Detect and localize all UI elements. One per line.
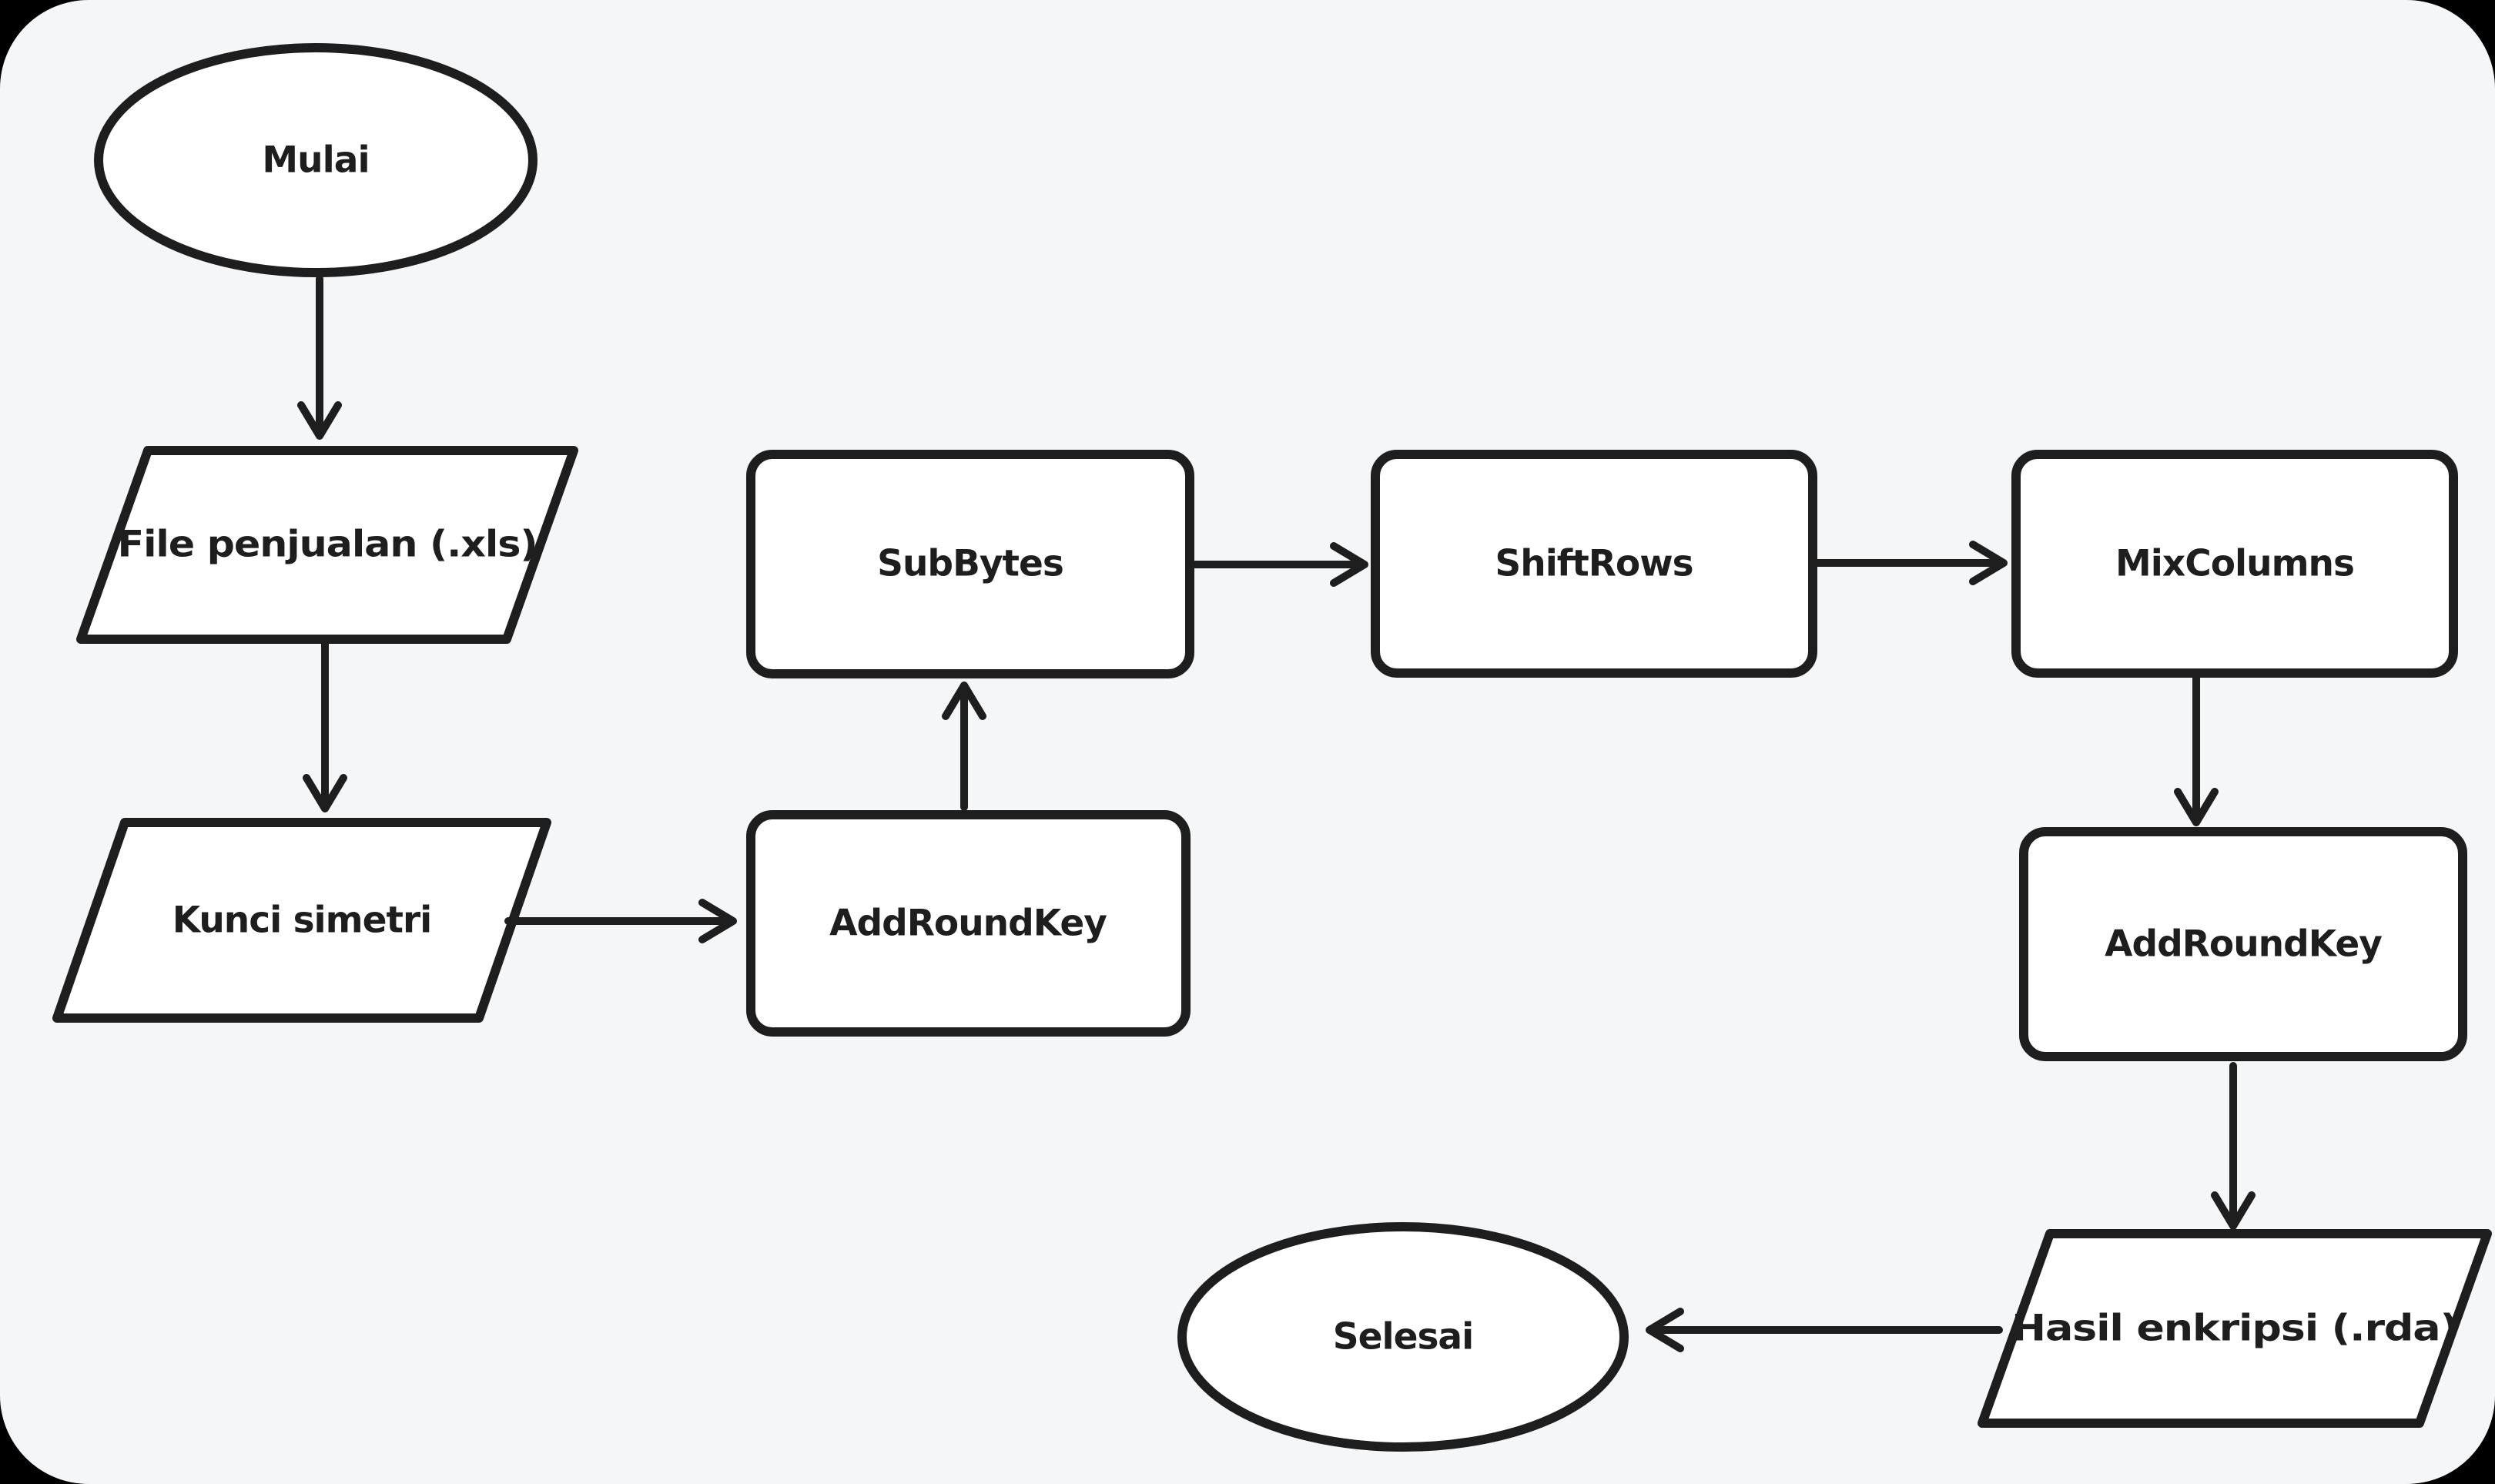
shiftrows-rectangle xyxy=(1371,450,1817,678)
end-label: Selesai xyxy=(1333,1316,1474,1358)
arrow-start-to-input-file xyxy=(297,275,342,440)
node-mixcolumns: MixColumns xyxy=(2011,450,2458,678)
node-input-file: File penjualan (.xls) xyxy=(76,446,578,644)
start-label: Mulai xyxy=(262,139,369,182)
output-file-label: Hasil enkripsi (.rda) xyxy=(2011,1308,2458,1350)
addroundkey-2-label: AddRoundKey xyxy=(2105,923,2382,966)
arrow-output-file-to-end xyxy=(1646,1308,2003,1352)
node-addroundkey-1: AddRoundKey xyxy=(746,810,1191,1037)
arrow-subbytes-to-shiftrows xyxy=(1191,542,1368,587)
arrow-input-file-to-input-key xyxy=(303,640,347,812)
input-file-label: File penjualan (.xls) xyxy=(118,524,538,566)
mixcolumns-label: MixColumns xyxy=(2115,543,2354,585)
subbytes-rectangle xyxy=(746,450,1194,678)
node-output-file: Hasil enkripsi (.rda) xyxy=(1978,1229,2492,1428)
arrow-addroundkey-1-to-subbytes xyxy=(942,682,986,811)
node-end: Selesai xyxy=(1177,1222,1629,1452)
node-start: Mulai xyxy=(94,43,538,277)
addroundkey-1-rectangle xyxy=(746,810,1191,1037)
arrow-addroundkey-2-to-output-file xyxy=(2211,1062,2256,1230)
node-subbytes: SubBytes xyxy=(746,450,1194,678)
mixcolumns-rectangle xyxy=(2011,450,2458,678)
end-ellipse xyxy=(1177,1222,1629,1452)
addroundkey-1-label: AddRoundKey xyxy=(829,903,1107,945)
node-input-key: Kunci simetri xyxy=(52,818,551,1023)
output-file-parallelogram xyxy=(1978,1229,2492,1428)
start-ellipse xyxy=(94,43,538,277)
addroundkey-2-rectangle xyxy=(2019,827,2467,1061)
arrow-mixcolumns-to-addroundkey-2 xyxy=(2174,674,2219,826)
subbytes-label: SubBytes xyxy=(877,543,1063,585)
arrow-shiftrows-to-mixcolumns xyxy=(1813,541,2008,585)
arrow-input-key-to-addroundkey-1 xyxy=(504,899,737,943)
input-key-parallelogram xyxy=(52,818,551,1023)
input-file-parallelogram xyxy=(76,446,578,644)
input-key-label: Kunci simetri xyxy=(172,899,432,942)
node-addroundkey-2: AddRoundKey xyxy=(2019,827,2467,1061)
shiftrows-label: ShiftRows xyxy=(1495,543,1693,585)
node-shiftrows: ShiftRows xyxy=(1371,450,1817,678)
